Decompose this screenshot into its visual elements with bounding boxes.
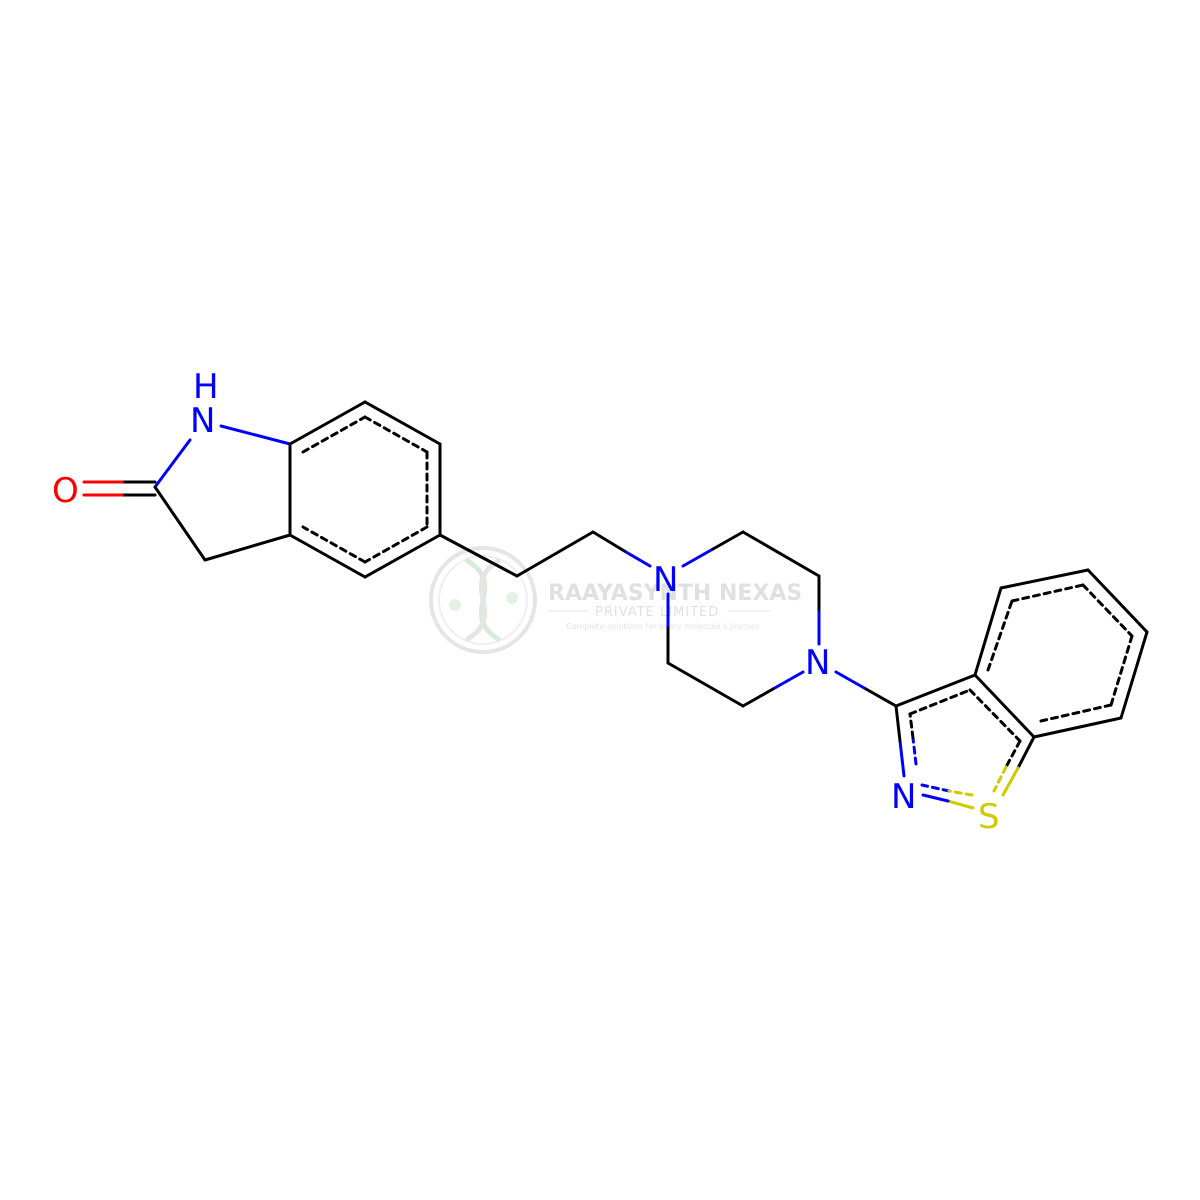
bond-n-c3-blue <box>898 739 906 778</box>
bond-pip-c2-c3 <box>741 530 821 578</box>
bond-c3a-c7a-iso <box>973 673 1036 739</box>
bond-bz-3 <box>1086 568 1149 634</box>
bond-s-n-yellow <box>946 799 975 810</box>
bond-bz-1 <box>973 586 1003 677</box>
bond-pip-n4-c5a <box>771 670 805 691</box>
bond-linker-2 <box>515 530 595 578</box>
bonds <box>82 400 1149 810</box>
watermark-name: RAAYASYNTH NEXAS <box>548 581 802 606</box>
bond-n-c3-black <box>894 704 902 743</box>
bond-c3-c3a <box>203 533 292 562</box>
bond-linker-1 <box>438 533 519 578</box>
bond-pip-n4-c5b <box>741 687 775 708</box>
atom-s-isothiazole: S <box>978 797 1000 837</box>
bond-c2-c3 <box>153 485 207 562</box>
atom-labels: H N O N N N S <box>52 367 1000 837</box>
bond-pip-c2b <box>711 530 745 551</box>
bond-c7a-s-black <box>1016 735 1036 770</box>
bond-n4-c3b <box>864 687 898 708</box>
watermark-subtitle: PRIVATE LIMITED <box>595 605 719 620</box>
dna-helix-icon <box>429 546 537 654</box>
atom-o-carbonyl: O <box>52 471 79 511</box>
bond-pip-c5-c6 <box>666 661 745 708</box>
bond-c7a-s-yellow <box>1001 766 1020 797</box>
atom-h-indolinone: H <box>193 367 219 407</box>
watermark: RAAYASYNTH NEXAS PRIVATE LIMITED Complet… <box>429 546 802 654</box>
fused-benzene-aromatic-dashes <box>986 583 1134 723</box>
bond-linker-3 <box>591 530 628 554</box>
bond-benz-4 <box>363 533 442 579</box>
bond-benz-2 <box>363 400 442 446</box>
isothiazole-aromatic-dashes <box>908 688 1022 797</box>
bond-bz-4 <box>1119 630 1149 720</box>
bond-bz-2 <box>999 568 1090 590</box>
bond-n4-c3a <box>834 670 868 691</box>
bond-benz-1 <box>288 400 367 446</box>
atom-n-piperazine-2: N <box>805 643 830 683</box>
benzene-aromatic-dashes <box>301 415 429 564</box>
bond-linker-4 <box>624 550 652 568</box>
bond-c3-c3a-iso <box>894 673 977 708</box>
bond-s-n-blue <box>921 793 950 803</box>
watermark-tagline: Complete solutions for every molecule's … <box>566 622 760 631</box>
bond-n1-c2 <box>153 438 192 489</box>
atom-n-isothiazole: N <box>891 777 916 817</box>
atom-n-indolinone: N <box>190 401 215 441</box>
bond-bz-5 <box>1032 716 1123 739</box>
bond-n1-c7a <box>219 424 292 446</box>
bond-pip-n1-c2 <box>681 547 715 568</box>
atom-n-piperazine-1: N <box>653 560 678 600</box>
bond-benz-5 <box>288 533 367 579</box>
